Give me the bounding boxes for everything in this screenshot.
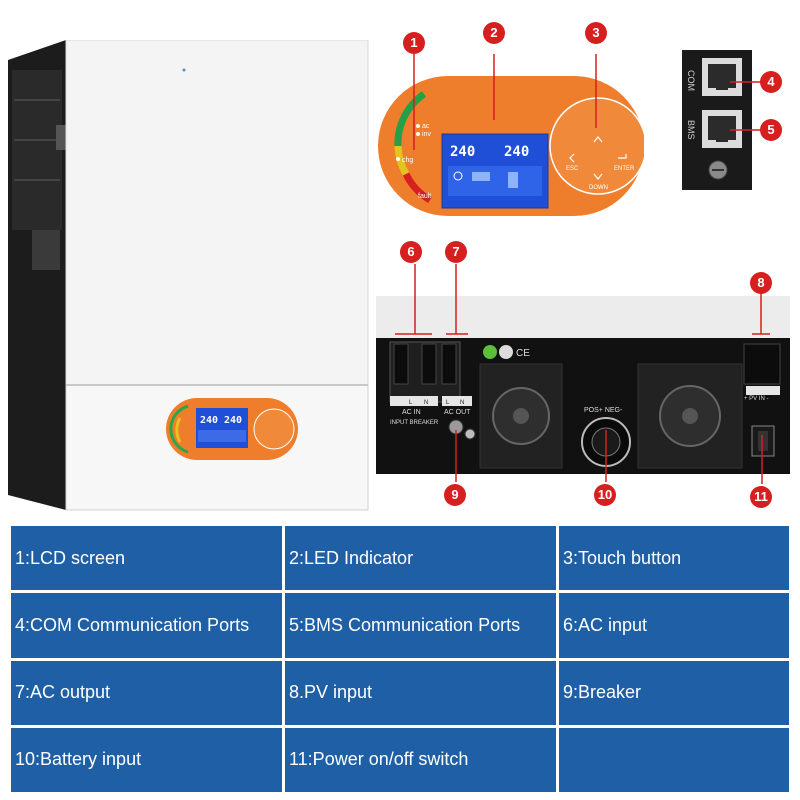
- callout-lines-ports: [730, 81, 762, 131]
- legend-cell: 11:Power on/off switch: [285, 727, 556, 792]
- legend-cell: 7:AC output: [11, 660, 282, 725]
- legend-row: 1:LCD screen 2:LED Indicator 3:Touch but…: [11, 526, 789, 591]
- led-label-ac: ac: [422, 123, 430, 130]
- legend-cell: 5:BMS Communication Ports: [285, 593, 556, 658]
- communication-ports-panel: COM BMS: [682, 50, 752, 190]
- legend-cell: 1:LCD screen: [11, 526, 282, 591]
- pv-in-label: + PV IN -: [744, 396, 769, 402]
- legend-row: 7:AC output 8.PV input 9:Breaker: [11, 660, 789, 725]
- lcd-output-value: 240: [504, 144, 529, 160]
- down-arrow-icon: [593, 173, 603, 180]
- legend-row: 4:COM Communication Ports 5:BMS Communic…: [11, 593, 789, 658]
- callout-lines-top: [413, 54, 597, 150]
- legend-cell: 8.PV input: [285, 660, 556, 725]
- ce-mark: CE: [516, 348, 530, 359]
- legend-row: 10:Battery input 11:Power on/off switch: [11, 727, 789, 792]
- down-button-label: DOWN: [589, 185, 608, 191]
- bms-port-label: BMS: [686, 120, 696, 140]
- ac-out-terminal-n: N: [460, 400, 464, 406]
- esc-button-label: ESC: [566, 166, 579, 172]
- callout-badge-2: 2: [483, 22, 505, 44]
- front-panel-zoom: ac inv chg fault 240 240 ESC ENTER DOWN: [378, 76, 647, 216]
- led-label-inv: inv: [422, 131, 431, 138]
- callout-badge-8: 8: [750, 272, 772, 294]
- callout-badge-4: 4: [760, 71, 782, 93]
- small-lcd-input: 240: [200, 415, 218, 426]
- callout-badge-11: 11: [750, 486, 772, 508]
- lcd-input-value: 240: [450, 144, 475, 160]
- legend-cell: 9:Breaker: [559, 660, 789, 725]
- led-label-fault: fault: [418, 193, 431, 200]
- bottom-terminal-panel: L N L N AC IN AC OUT INPUT BREAKER CE PO…: [376, 296, 790, 474]
- legend-cell: 4:COM Communication Ports: [11, 593, 282, 658]
- small-lcd-output: 240: [224, 415, 242, 426]
- pos-neg-label: POS+ NEG-: [584, 407, 623, 414]
- legend-cell: 6:AC input: [559, 593, 789, 658]
- enter-button-label: ENTER: [614, 166, 635, 172]
- ac-out-terminal-l: L: [446, 400, 450, 406]
- ac-in-terminal-l: L: [409, 400, 413, 406]
- legend-cell: 2:LED Indicator: [285, 526, 556, 591]
- legend-cell: 3:Touch button: [559, 526, 789, 591]
- callout-badge-1: 1: [403, 32, 425, 54]
- com-port-label: COM: [686, 70, 696, 91]
- legend-cell: [559, 727, 789, 792]
- callout-badge-5: 5: [760, 119, 782, 141]
- callout-badge-6: 6: [400, 241, 422, 263]
- ac-out-label: AC OUT: [444, 409, 471, 416]
- ac-in-label: AC IN: [402, 409, 421, 416]
- esc-arrow-icon: [569, 153, 575, 163]
- legend-table: 1:LCD screen 2:LED Indicator 3:Touch but…: [8, 523, 792, 795]
- callout-badge-9: 9: [444, 484, 466, 506]
- up-arrow-icon: [593, 136, 603, 143]
- led-label-chg: chg: [402, 157, 413, 164]
- enter-arrow-icon: [618, 154, 627, 159]
- front-control-panel-small: 240 240: [166, 398, 298, 460]
- callout-badge-3: 3: [585, 22, 607, 44]
- callout-badge-10: 10: [594, 484, 616, 506]
- callout-badge-7: 7: [445, 241, 467, 263]
- callout-lines-bottom: [395, 264, 770, 484]
- inverter-product-image: 240 240: [8, 39, 370, 512]
- input-breaker-label: INPUT BREAKER: [390, 420, 439, 426]
- ac-in-terminal-n: N: [424, 400, 428, 406]
- legend-cell: 10:Battery input: [11, 727, 282, 792]
